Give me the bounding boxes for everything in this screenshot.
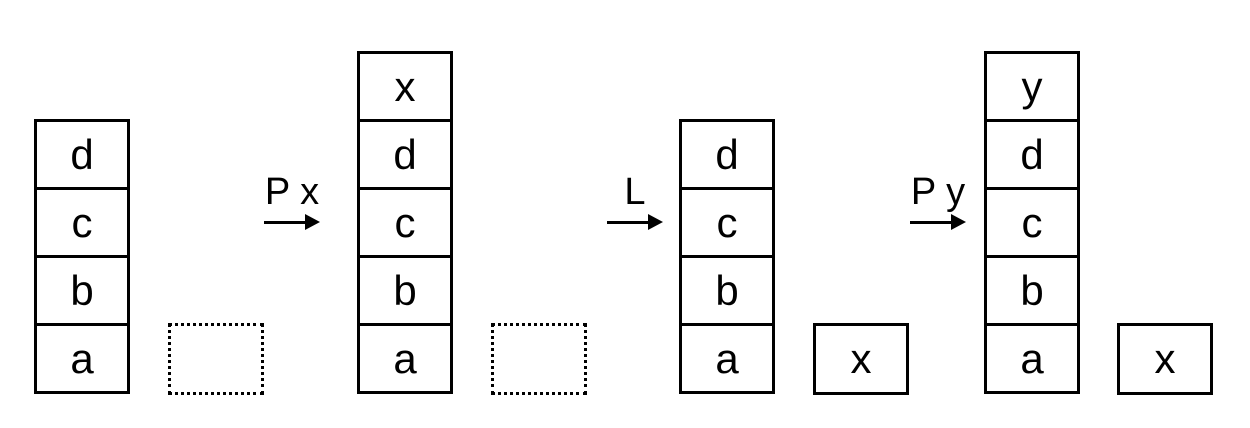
stack-cell: c [34, 187, 130, 258]
stack-cell: a [984, 323, 1080, 394]
right-arrow-icon [910, 214, 966, 230]
arrow-label: L [624, 171, 646, 213]
stack-cell: d [679, 119, 775, 190]
stack-cell: b [984, 255, 1080, 326]
arrow-label: P x [264, 171, 320, 213]
register-box-empty-1 [168, 323, 264, 395]
stack-cell: a [357, 323, 453, 394]
stack-after-load: d c b a [679, 119, 775, 394]
right-arrow-icon [264, 214, 320, 230]
arrow-push-x: P x [264, 172, 320, 230]
arrow-push-y: P y [910, 172, 966, 230]
stack-cell: c [357, 187, 453, 258]
stack-cell: a [679, 323, 775, 394]
stack-cell: b [357, 255, 453, 326]
arrowhead-icon [648, 214, 663, 230]
arrowhead-icon [305, 214, 320, 230]
stack-cell: a [34, 323, 130, 394]
stack-cell: c [679, 187, 775, 258]
right-arrow-icon [607, 214, 663, 230]
arrowhead-icon [951, 214, 966, 230]
arrow-shaft [910, 220, 954, 224]
stack-cell: b [34, 255, 130, 326]
stack-cell: d [34, 119, 130, 190]
arrow-load: L [607, 172, 663, 230]
stack-cell: c [984, 187, 1080, 258]
register-box-x-1: x [813, 323, 909, 395]
stack-cell: x [357, 51, 453, 122]
arrow-shaft [264, 220, 308, 224]
stack-cell: b [679, 255, 775, 326]
arrow-shaft [607, 220, 651, 224]
stack-after-push-x: x d c b a [357, 51, 453, 394]
register-box-empty-2 [491, 323, 587, 395]
stack-cell: d [984, 119, 1080, 190]
stack-initial: d c b a [34, 119, 130, 394]
register-box-x-2: x [1117, 323, 1213, 395]
stack-cell: d [357, 119, 453, 190]
arrow-label: P y [910, 171, 966, 213]
stack-after-push-y: y d c b a [984, 51, 1080, 394]
stack-cell: y [984, 51, 1080, 122]
